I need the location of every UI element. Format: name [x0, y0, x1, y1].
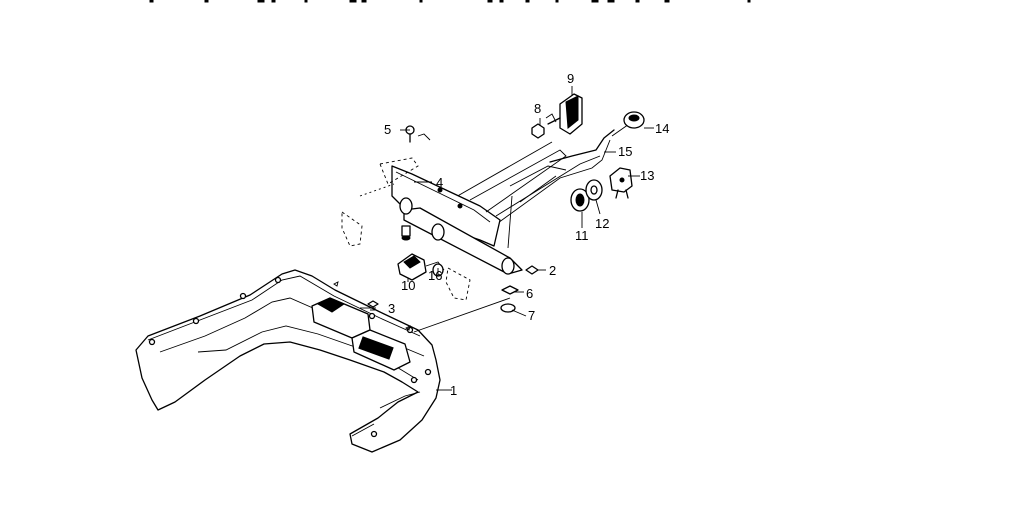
callout-3: 3 — [388, 301, 395, 316]
bulb-socket-part-10 — [397, 253, 445, 281]
callout-4: 4 — [436, 175, 443, 190]
callout-1: 1 — [450, 383, 457, 398]
callout-10: 10 — [401, 278, 415, 293]
callout-8: 8 — [534, 101, 541, 116]
callout-7: 7 — [528, 308, 535, 323]
washer-part-12 — [585, 179, 603, 201]
lamp-block-part-9 — [545, 93, 583, 135]
top-edge-marks — [149, 0, 751, 3]
leader-lines — [360, 86, 654, 391]
cable-part-15 — [549, 129, 615, 163]
key-switch-part-13 — [609, 167, 633, 199]
callout-labels: 1 2 3 4 5 6 7 8 9 10 11 12 13 14 15 16 — [384, 71, 669, 398]
callout-6: 6 — [526, 286, 533, 301]
callout-5: 5 — [384, 122, 391, 137]
rear-fender-cover — [135, 269, 441, 453]
callout-13: 13 — [640, 168, 654, 183]
callout-15: 15 — [618, 144, 632, 159]
cap-part-14 — [623, 111, 645, 129]
callout-16: 16 — [428, 268, 442, 283]
callout-12: 12 — [595, 216, 609, 231]
washer-part-7 — [500, 303, 516, 313]
screw-part-3 — [367, 300, 379, 308]
ring-part-11 — [570, 188, 590, 212]
bolt-part-2 — [525, 265, 539, 275]
callout-14: 14 — [655, 121, 669, 136]
license-bracket-plate — [341, 149, 567, 301]
callout-9: 9 — [567, 71, 574, 86]
bolt-part-8 — [531, 123, 545, 139]
callout-2: 2 — [549, 263, 556, 278]
screw-part-5 — [405, 125, 431, 143]
nut-part-6 — [501, 285, 519, 295]
callout-11: 11 — [575, 228, 589, 243]
